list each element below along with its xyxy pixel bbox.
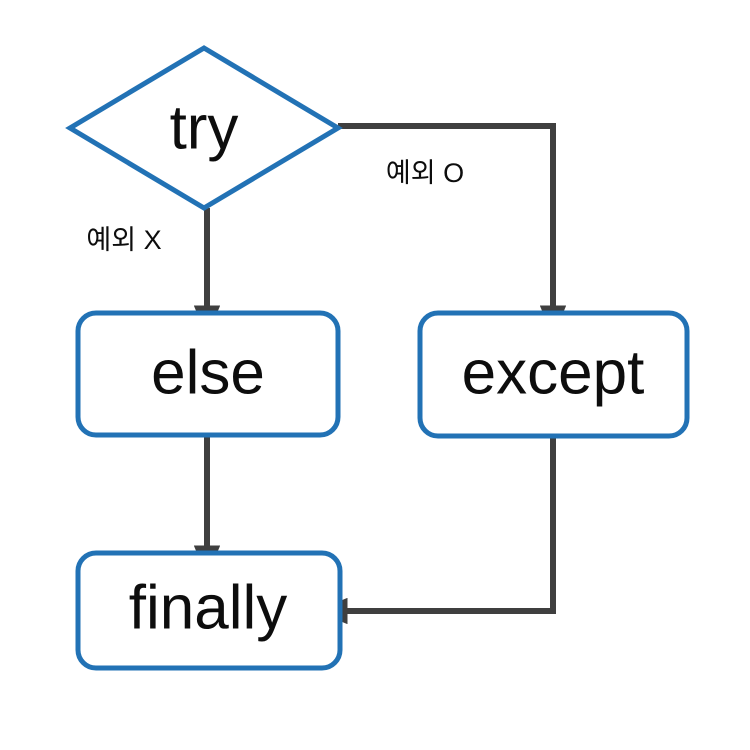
try-diamond-shape: [65, 45, 343, 211]
node-group: try else except finally: [65, 45, 690, 671]
edge-except-to-finally: [316, 436, 556, 625]
edge-group: [193, 123, 567, 625]
except-label: except: [462, 338, 645, 407]
finally-label: finally: [129, 573, 288, 642]
edge-label-exception: 예외 O: [386, 158, 464, 188]
node-except[interactable]: except: [417, 310, 690, 439]
node-try[interactable]: try: [65, 45, 343, 211]
edge-label-no-exception: 예외 X: [86, 225, 161, 255]
try-label: try: [170, 93, 239, 162]
finally-box-shape: [75, 550, 343, 671]
node-else[interactable]: else: [75, 310, 341, 438]
else-box-shape: [75, 310, 341, 438]
except-box-shape: [417, 310, 690, 439]
node-finally[interactable]: finally: [75, 550, 343, 671]
edge-label-group: 예외 X 예외 O: [86, 158, 464, 255]
edge-try-to-except: [338, 123, 567, 337]
else-label: else: [151, 338, 265, 407]
